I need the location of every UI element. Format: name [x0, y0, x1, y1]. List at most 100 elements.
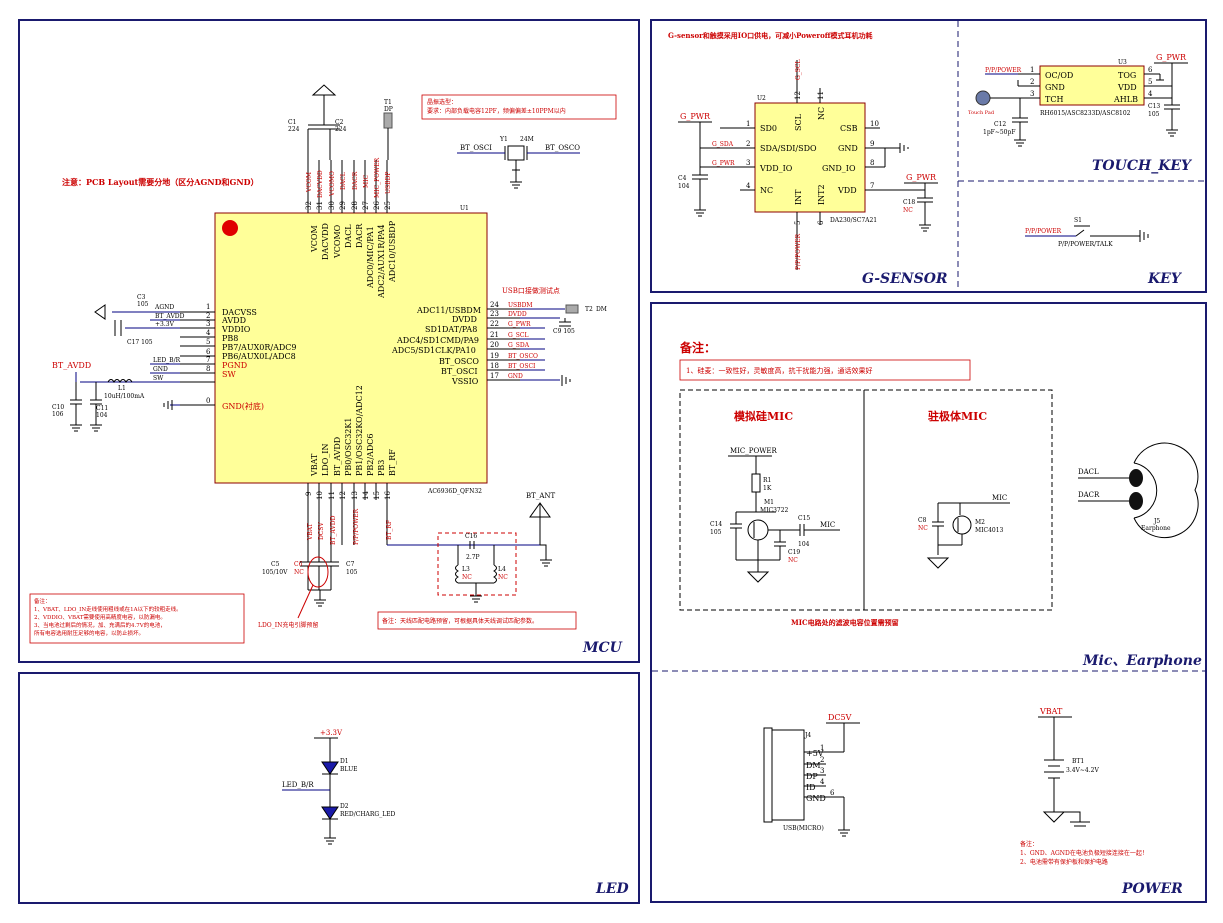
mcu-bottom-pins: 9 10 11 12 13 14 15 16 VBAT LDO_IN BT_AV…: [305, 385, 397, 545]
svg-text:C13: C13: [1148, 103, 1160, 110]
svg-text:GND: GND: [806, 794, 826, 803]
gsensor-title: G-SENSOR: [862, 271, 948, 287]
svg-text:Touch Pad: Touch Pad: [968, 110, 995, 116]
svg-text:DACVDD: DACVDD: [317, 170, 324, 198]
svg-text:备注：: 备注：: [34, 597, 51, 605]
svg-text:ADC2/AUX1R/PA4: ADC2/AUX1R/PA4: [377, 224, 386, 299]
svg-text:GND_IO: GND_IO: [822, 164, 856, 173]
svg-text:BT_AVDD: BT_AVDD: [333, 437, 342, 476]
svg-text:SDA/SDI/SDO: SDA/SDI/SDO: [760, 144, 817, 153]
svg-text:NC: NC: [294, 569, 304, 576]
svg-text:NC: NC: [788, 557, 798, 564]
mic-title: Mic、Earphone: [1083, 653, 1202, 669]
led-vcc: +3.3V: [320, 729, 343, 737]
left-pin-name: DACVSS: [222, 308, 257, 317]
mcu-right-pins: 24 ADC11/USBDM 23 DVDD 22 SD1DAT/PA8 21 …: [391, 301, 538, 386]
svg-text:8: 8: [870, 159, 874, 167]
svg-text:30: 30: [328, 201, 336, 210]
svg-text:24: 24: [490, 301, 499, 309]
svg-text:104: 104: [678, 183, 690, 190]
svg-text:DACR: DACR: [355, 223, 364, 248]
svg-text:M1: M1: [764, 499, 774, 506]
svg-text:AGND: AGND: [154, 304, 174, 311]
svg-text:G_PWR: G_PWR: [906, 173, 937, 182]
svg-text:10uH/100mA: 10uH/100mA: [104, 393, 145, 400]
svg-text:3: 3: [1030, 90, 1034, 98]
usb-pins: 1 +5V 2 DM 3 DP 4 ID 6 GND: [804, 744, 844, 803]
svg-text:C8: C8: [918, 517, 927, 524]
svg-text:12: 12: [339, 491, 347, 500]
svg-text:Y1: Y1: [499, 136, 508, 143]
svg-text:GND(衬底): GND(衬底): [222, 401, 264, 411]
svg-text:10: 10: [870, 120, 879, 128]
svg-text:TOG: TOG: [1118, 71, 1136, 80]
svg-text:8: 8: [206, 365, 210, 373]
mcu-left-pins: 1 DACVSS 2 AVDD 3 VDDIO 4 PB8 5 PB7/AUX0…: [153, 303, 296, 411]
bt-avdd-net: BT_AVDD: [52, 361, 91, 370]
svg-text:1: 1: [746, 120, 750, 128]
led-panel: [18, 672, 640, 904]
svg-text:28: 28: [351, 201, 359, 210]
xtal-note-box: [421, 94, 617, 120]
svg-text:P/P/POWER: P/P/POWER: [985, 67, 1022, 74]
svg-text:6: 6: [830, 789, 835, 797]
svg-text:G_SCL: G_SCL: [508, 332, 528, 339]
svg-text:DCSV: DCSV: [318, 521, 325, 540]
svg-text:P/P/POWER/TALK: P/P/POWER/TALK: [1058, 241, 1113, 248]
svg-text:D1: D1: [340, 758, 349, 765]
svg-text:PB8: PB8: [222, 334, 238, 343]
svg-text:ADC10/USBDP: ADC10/USBDP: [388, 220, 397, 283]
svg-text:ADC5/SD1CLK/PA10: ADC5/SD1CLK/PA10: [391, 346, 476, 355]
mcu-chip-body: [214, 212, 488, 484]
mcu-panel: [18, 19, 640, 663]
svg-text:ADC11/USBDM: ADC11/USBDM: [416, 306, 481, 315]
svg-text:L1: L1: [118, 385, 126, 392]
svg-text:USB(MICRO): USB(MICRO): [783, 825, 824, 832]
svg-text:MIC_POWER: MIC_POWER: [730, 447, 778, 455]
svg-text:USBDM: USBDM: [508, 302, 533, 309]
svg-text:C2: C2: [335, 119, 344, 126]
svg-text:DVDD: DVDD: [508, 311, 527, 318]
svg-text:G_SCL: G_SCL: [795, 60, 802, 80]
svg-text:G_PWR: G_PWR: [1156, 53, 1187, 62]
svg-text:C9 105: C9 105: [553, 328, 575, 335]
svg-text:DM: DM: [806, 761, 821, 770]
key-title: KEY: [1148, 271, 1181, 287]
svg-text:3: 3: [820, 767, 824, 775]
svg-text:模拟硅MIC: 模拟硅MIC: [734, 409, 793, 423]
svg-text:ID: ID: [806, 783, 816, 792]
svg-text:BT_OSCO: BT_OSCO: [508, 353, 538, 360]
svg-text:PB1/OSC32KO/ADC12: PB1/OSC32KO/ADC12: [355, 385, 364, 476]
svg-text:SCL: SCL: [794, 113, 803, 131]
svg-text:LDO_IN: LDO_IN: [321, 444, 330, 476]
svg-text:20: 20: [490, 341, 499, 349]
svg-text:OC/OD: OC/OD: [1045, 71, 1073, 80]
svg-text:1、硅麦：一致性好，灵敏度高，抗干扰能力强，通话效果好: 1、硅麦：一致性好，灵敏度高，抗干扰能力强，通话效果好: [686, 366, 872, 375]
mcu-part: AC6936D_QFN32: [427, 488, 482, 495]
svg-text:32: 32: [305, 201, 313, 210]
svg-text:7: 7: [870, 182, 874, 190]
svg-text:Earphone: Earphone: [1141, 525, 1171, 532]
svg-text:9: 9: [305, 492, 313, 496]
svg-text:C18: C18: [903, 199, 915, 206]
svg-text:DA230/SC7A21: DA230/SC7A21: [830, 217, 877, 224]
svg-text:2、电池需带有保护板和保护电路: 2、电池需带有保护板和保护电路: [1020, 858, 1108, 866]
svg-text:BT_OSCI: BT_OSCI: [441, 367, 478, 376]
svg-text:105: 105: [710, 529, 722, 536]
svg-text:C17 105: C17 105: [127, 339, 153, 346]
svg-text:104: 104: [798, 541, 810, 548]
gsensor-bottom-pins: 5 INT P/P/POWER 6 INT2: [794, 184, 826, 270]
svg-text:NC: NC: [903, 207, 913, 214]
power-title: POWER: [1122, 881, 1183, 897]
svg-text:AVDD: AVDD: [221, 316, 246, 325]
svg-text:VBAT: VBAT: [310, 453, 319, 477]
svg-text:3: 3: [206, 320, 210, 328]
svg-text:MIC: MIC: [820, 521, 835, 529]
svg-text:+3.3V: +3.3V: [155, 321, 175, 328]
svg-text:10: 10: [316, 491, 324, 500]
gsensor-chip: [754, 102, 866, 213]
svg-text:P/P/POWER: P/P/POWER: [795, 233, 802, 270]
touch-key-title: TOUCH_KEY: [1092, 158, 1192, 174]
ldo-note: LDO_IN充电引脚预留: [258, 621, 318, 629]
svg-text:1: 1: [1030, 66, 1034, 74]
